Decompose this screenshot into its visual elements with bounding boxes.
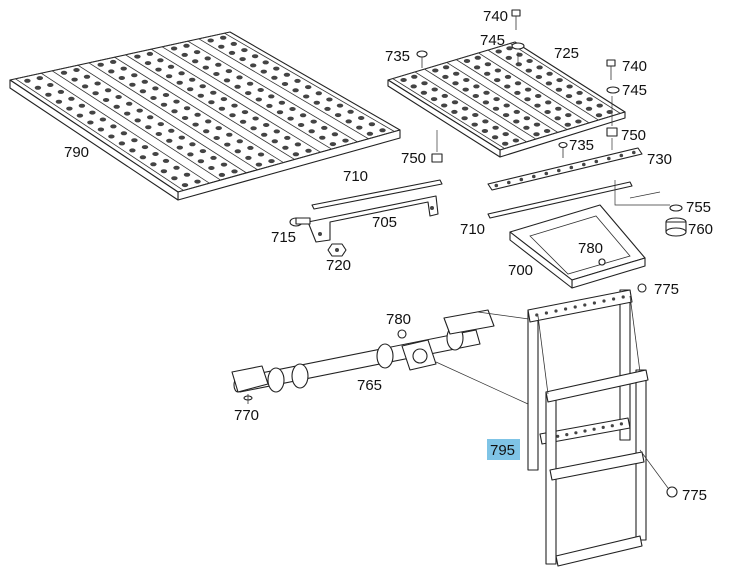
nut-720 (327, 243, 347, 257)
label-745-right: 745 (622, 82, 647, 99)
washer-745-right (606, 86, 620, 94)
bolt-715 (289, 217, 311, 227)
bracket-705 (307, 195, 439, 243)
label-730: 730 (647, 151, 672, 168)
pad-760 (665, 217, 687, 237)
deck-slats (14, 32, 396, 191)
nut-755 (669, 204, 683, 212)
deck-panel-790 (9, 31, 401, 201)
label-720: 720 (326, 257, 351, 274)
label-745-top: 745 (480, 32, 505, 49)
clamp-bar-730 (487, 147, 643, 191)
screw-735-mid (558, 141, 568, 158)
label-775-bottom: 775 (682, 487, 707, 504)
label-710-left: 710 (343, 168, 368, 185)
strip-710-left (311, 179, 443, 210)
spacer-750-left (431, 153, 443, 163)
label-735-mid: 735 (569, 137, 594, 154)
screw-770 (243, 394, 253, 404)
label-735-top: 735 (385, 48, 410, 65)
bolt-740-right (606, 59, 616, 80)
label-795: 795 (490, 442, 515, 459)
label-775-top: 775 (654, 281, 679, 298)
bolt-740-top (511, 9, 521, 30)
deck-slats-small (391, 42, 622, 150)
label-790: 790 (64, 144, 89, 161)
label-750-left: 750 (401, 150, 426, 167)
label-780-shaft: 780 (386, 311, 411, 328)
fastener-780-shaft (397, 329, 407, 339)
fastener-775-bottom (639, 449, 678, 498)
label-705: 705 (372, 214, 397, 231)
highlight-box-795 (487, 439, 520, 460)
spacer-750-right (606, 127, 618, 137)
label-765: 765 (357, 377, 382, 394)
label-750-right: 750 (621, 127, 646, 144)
washer-745-top (511, 42, 525, 50)
mount-plate-700 (509, 204, 646, 289)
label-760: 760 (688, 221, 713, 238)
label-770: 770 (234, 407, 259, 424)
label-700: 700 (508, 262, 533, 279)
cross-shaft-765 (231, 309, 495, 393)
label-740-right: 740 (622, 58, 647, 75)
fastener-775-top (637, 283, 647, 293)
label-725: 725 (554, 45, 579, 62)
label-715: 715 (271, 229, 296, 246)
label-740-top: 740 (483, 8, 508, 25)
strip-710-right (487, 181, 633, 219)
deck-panel-725 (387, 41, 626, 158)
screw-735-top (416, 50, 428, 68)
label-780-plate: 780 (578, 240, 603, 257)
label-710-right: 710 (460, 221, 485, 238)
fastener-780-plate (598, 258, 606, 266)
ladder-frame-795 (527, 289, 649, 567)
label-755: 755 (686, 199, 711, 216)
